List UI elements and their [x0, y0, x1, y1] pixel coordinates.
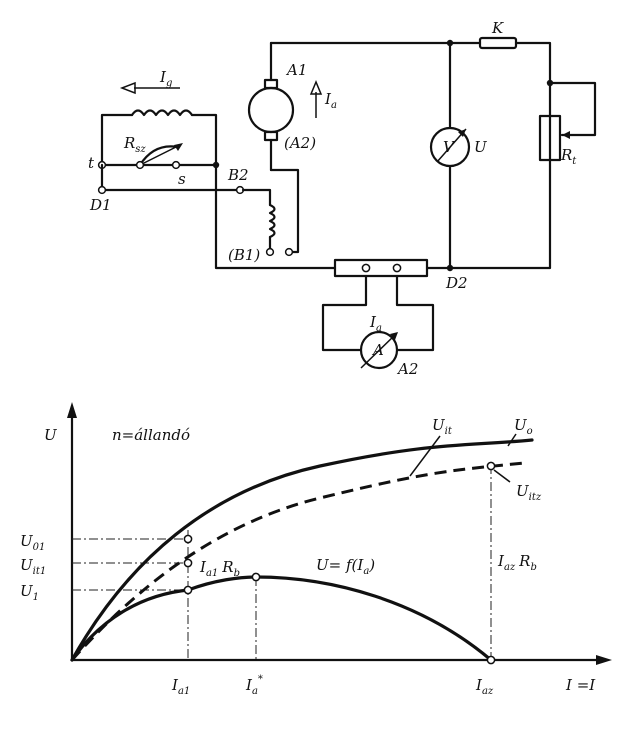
label-uitz: Uitz — [516, 482, 542, 503]
label-uit: Uit — [432, 416, 453, 437]
load-resistor-rt — [538, 79, 597, 162]
label-s: s — [178, 170, 186, 188]
armature-generator — [247, 41, 300, 254]
characteristic-graph: U n=állandó Uo Uit Uitz U= f(Ia) U01 Uit… — [20, 402, 612, 697]
label-ia-ammeter: Ia — [369, 313, 382, 334]
label-ammeter-a: A — [371, 341, 384, 359]
xtick-iaz: Iaz — [475, 676, 494, 697]
label-d1: D1 — [89, 196, 112, 214]
label-a2: A2 — [396, 360, 418, 378]
voltmeter — [429, 41, 471, 272]
armature-current-arrow — [309, 80, 323, 118]
curve-uo — [70, 438, 534, 662]
label-u: U — [474, 138, 488, 156]
ytick-uit1: Uit1 — [20, 556, 46, 577]
label-a1: A1 — [285, 61, 307, 79]
shunt-field-circuit — [97, 81, 220, 170]
x-axis-arrow — [596, 655, 612, 665]
xtick-ia1: Ia1 — [171, 676, 190, 697]
curve-uit — [70, 461, 525, 661]
label-rsz: Rsz — [123, 134, 146, 155]
fuse-k — [478, 36, 518, 50]
label-uf-ia: U= f(Ia) — [316, 556, 375, 577]
label-b1: (B1) — [228, 246, 260, 264]
label-k: K — [491, 19, 504, 37]
y-axis-label: U — [44, 426, 58, 444]
ammeter-shunt-circuit — [214, 163, 452, 370]
xtick-ia-star: Ia* — [245, 674, 263, 697]
label-rt: Rt — [560, 146, 577, 167]
curve-markers — [183, 461, 496, 665]
series-field-circuit — [97, 163, 294, 257]
guide-lines — [72, 465, 492, 660]
label-d2: D2 — [445, 274, 468, 292]
label-a2-paren: (A2) — [284, 134, 316, 152]
curve-uf-ia — [70, 575, 493, 662]
label-b2: B2 — [227, 166, 249, 184]
condition-label: n=állandó — [112, 426, 190, 444]
label-uo: Uo — [514, 416, 533, 437]
circuit-schematic: Ig A1 Ia (A2) K Rsz t s B2 D1 (B1) V U R… — [88, 19, 597, 378]
label-v: V — [443, 138, 456, 156]
label-ia: Ia — [324, 90, 337, 111]
ytick-u1: U1 — [20, 582, 39, 603]
y-axis-arrow — [67, 402, 77, 418]
label-t: t — [88, 154, 95, 172]
x-axis-label: I =I — [565, 676, 596, 694]
label-ig: Ig — [159, 68, 172, 89]
ytick-u01: U01 — [20, 532, 45, 553]
